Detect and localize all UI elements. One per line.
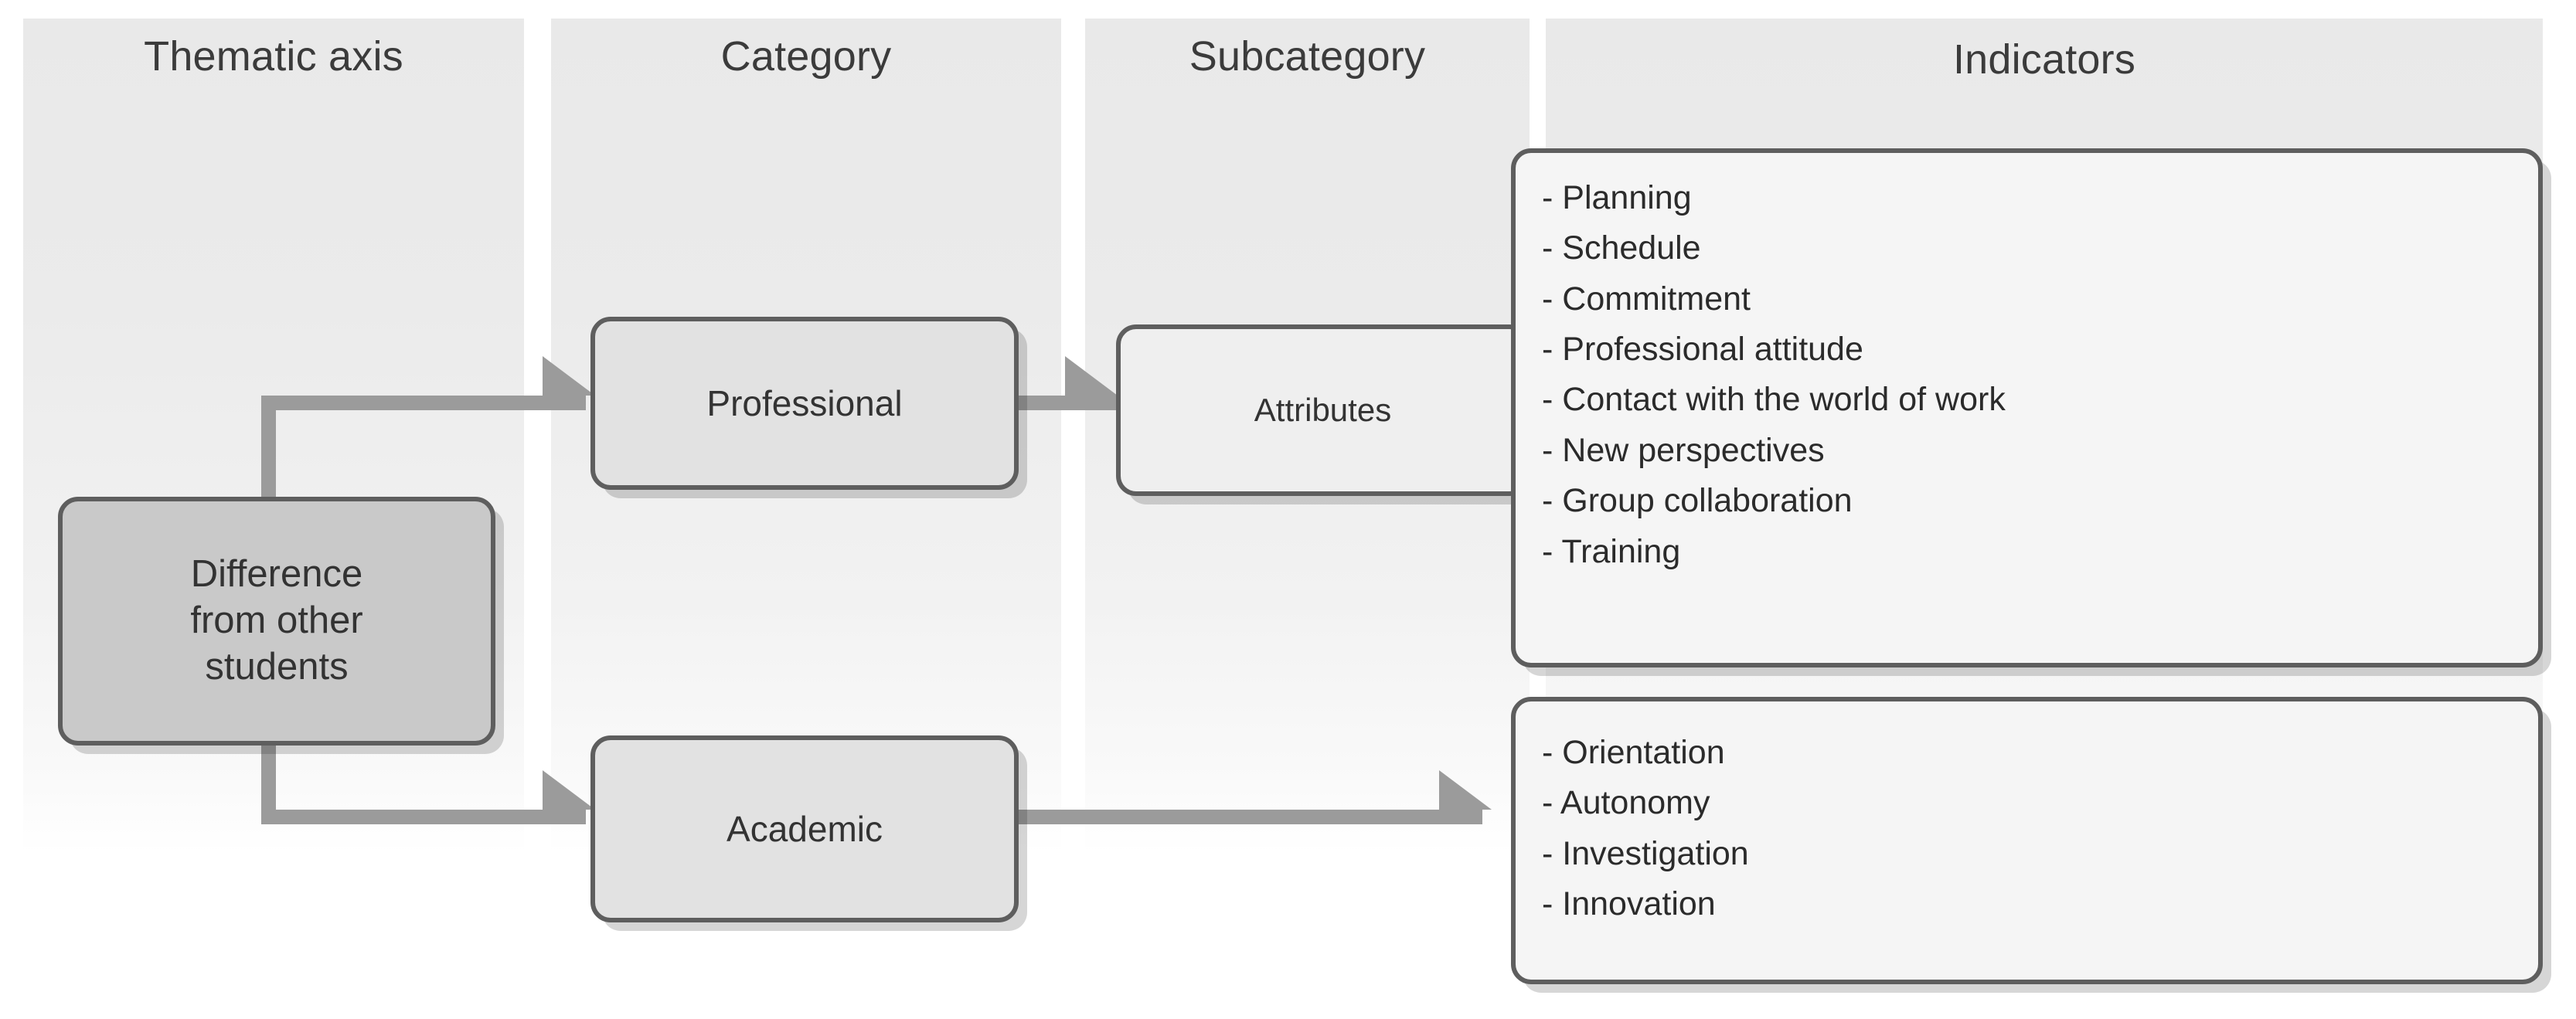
node-category-academic-label: Academic: [727, 809, 883, 849]
column-header-thematic-axis: Thematic axis: [144, 33, 403, 80]
connector-academic-to-indicators-line: [1019, 810, 1482, 824]
indicator-list-professional: - Planning - Schedule - Commitment - Pro…: [1542, 173, 2512, 577]
column-header-subcategory: Subcategory: [1189, 33, 1426, 80]
list-item: - Investigation: [1542, 834, 1749, 872]
column-header-indicators: Indicators: [1952, 36, 2136, 83]
node-category-academic[interactable]: Academic: [590, 735, 1019, 922]
list-item: - Autonomy: [1542, 784, 1710, 822]
arrowhead-to-attributes: [1065, 356, 1118, 396]
list-item: - Schedule: [1542, 229, 1701, 267]
list-item: - Professional attitude: [1542, 331, 1863, 369]
list-item: - Innovation: [1542, 885, 1716, 923]
node-category-professional[interactable]: Professional: [590, 317, 1019, 490]
indicator-list-academic: - Orientation - Autonomy - Investigation…: [1542, 728, 2512, 929]
column-header-category: Category: [720, 33, 892, 80]
node-category-professional-label: Professional: [706, 383, 903, 423]
list-item: - Orientation: [1542, 734, 1725, 771]
list-item: - Planning: [1542, 179, 1692, 216]
node-indicators-academic[interactable]: - Orientation - Autonomy - Investigation…: [1511, 697, 2543, 984]
list-item: - Training: [1542, 532, 1681, 570]
node-root-label-line-2: from other: [190, 600, 363, 642]
node-root-label-line-3: students: [205, 645, 349, 688]
arrowhead-to-academic: [543, 770, 595, 810]
list-item: - Commitment: [1542, 280, 1751, 318]
node-subcategory-attributes-label: Attributes: [1254, 392, 1392, 428]
node-root-label-line-1: Difference: [190, 553, 363, 596]
connector-root-to-academic-line: [261, 810, 586, 824]
node-root-difference-from-other-students[interactable]: Difference from other students: [58, 497, 495, 746]
connector-root-to-professional-line: [261, 396, 586, 410]
node-indicators-professional[interactable]: - Planning - Schedule - Commitment - Pro…: [1511, 148, 2543, 667]
arrowhead-to-academic-indicators: [1439, 770, 1492, 810]
arrowhead-to-professional: [543, 356, 595, 396]
list-item: - New perspectives: [1542, 431, 1825, 469]
node-subcategory-attributes[interactable]: Attributes: [1116, 324, 1530, 496]
list-item: - Group collaboration: [1542, 482, 1853, 520]
connector-professional-to-attributes-line: [1019, 396, 1118, 410]
list-item: - Contact with the world of work: [1542, 381, 2006, 419]
